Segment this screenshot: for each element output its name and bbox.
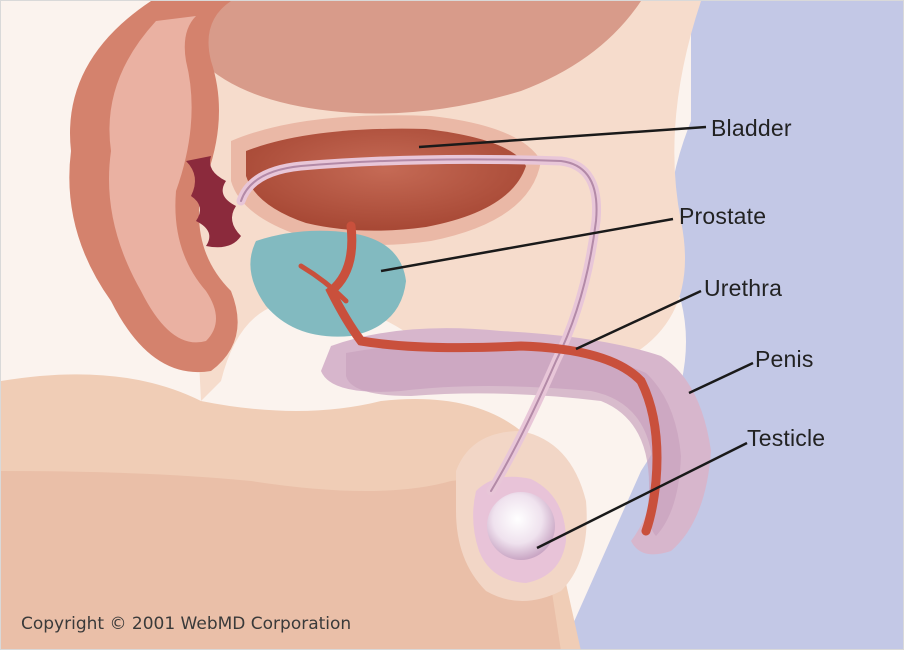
prostate-label: Prostate	[679, 203, 766, 230]
copyright-notice: Copyright © 2001 WebMD Corporation	[21, 614, 351, 634]
testicle	[487, 492, 555, 560]
testicle-label: Testicle	[747, 425, 825, 452]
bladder-label: Bladder	[711, 115, 792, 142]
penis-label: Penis	[755, 346, 814, 373]
urethra-label: Urethra	[704, 275, 782, 302]
